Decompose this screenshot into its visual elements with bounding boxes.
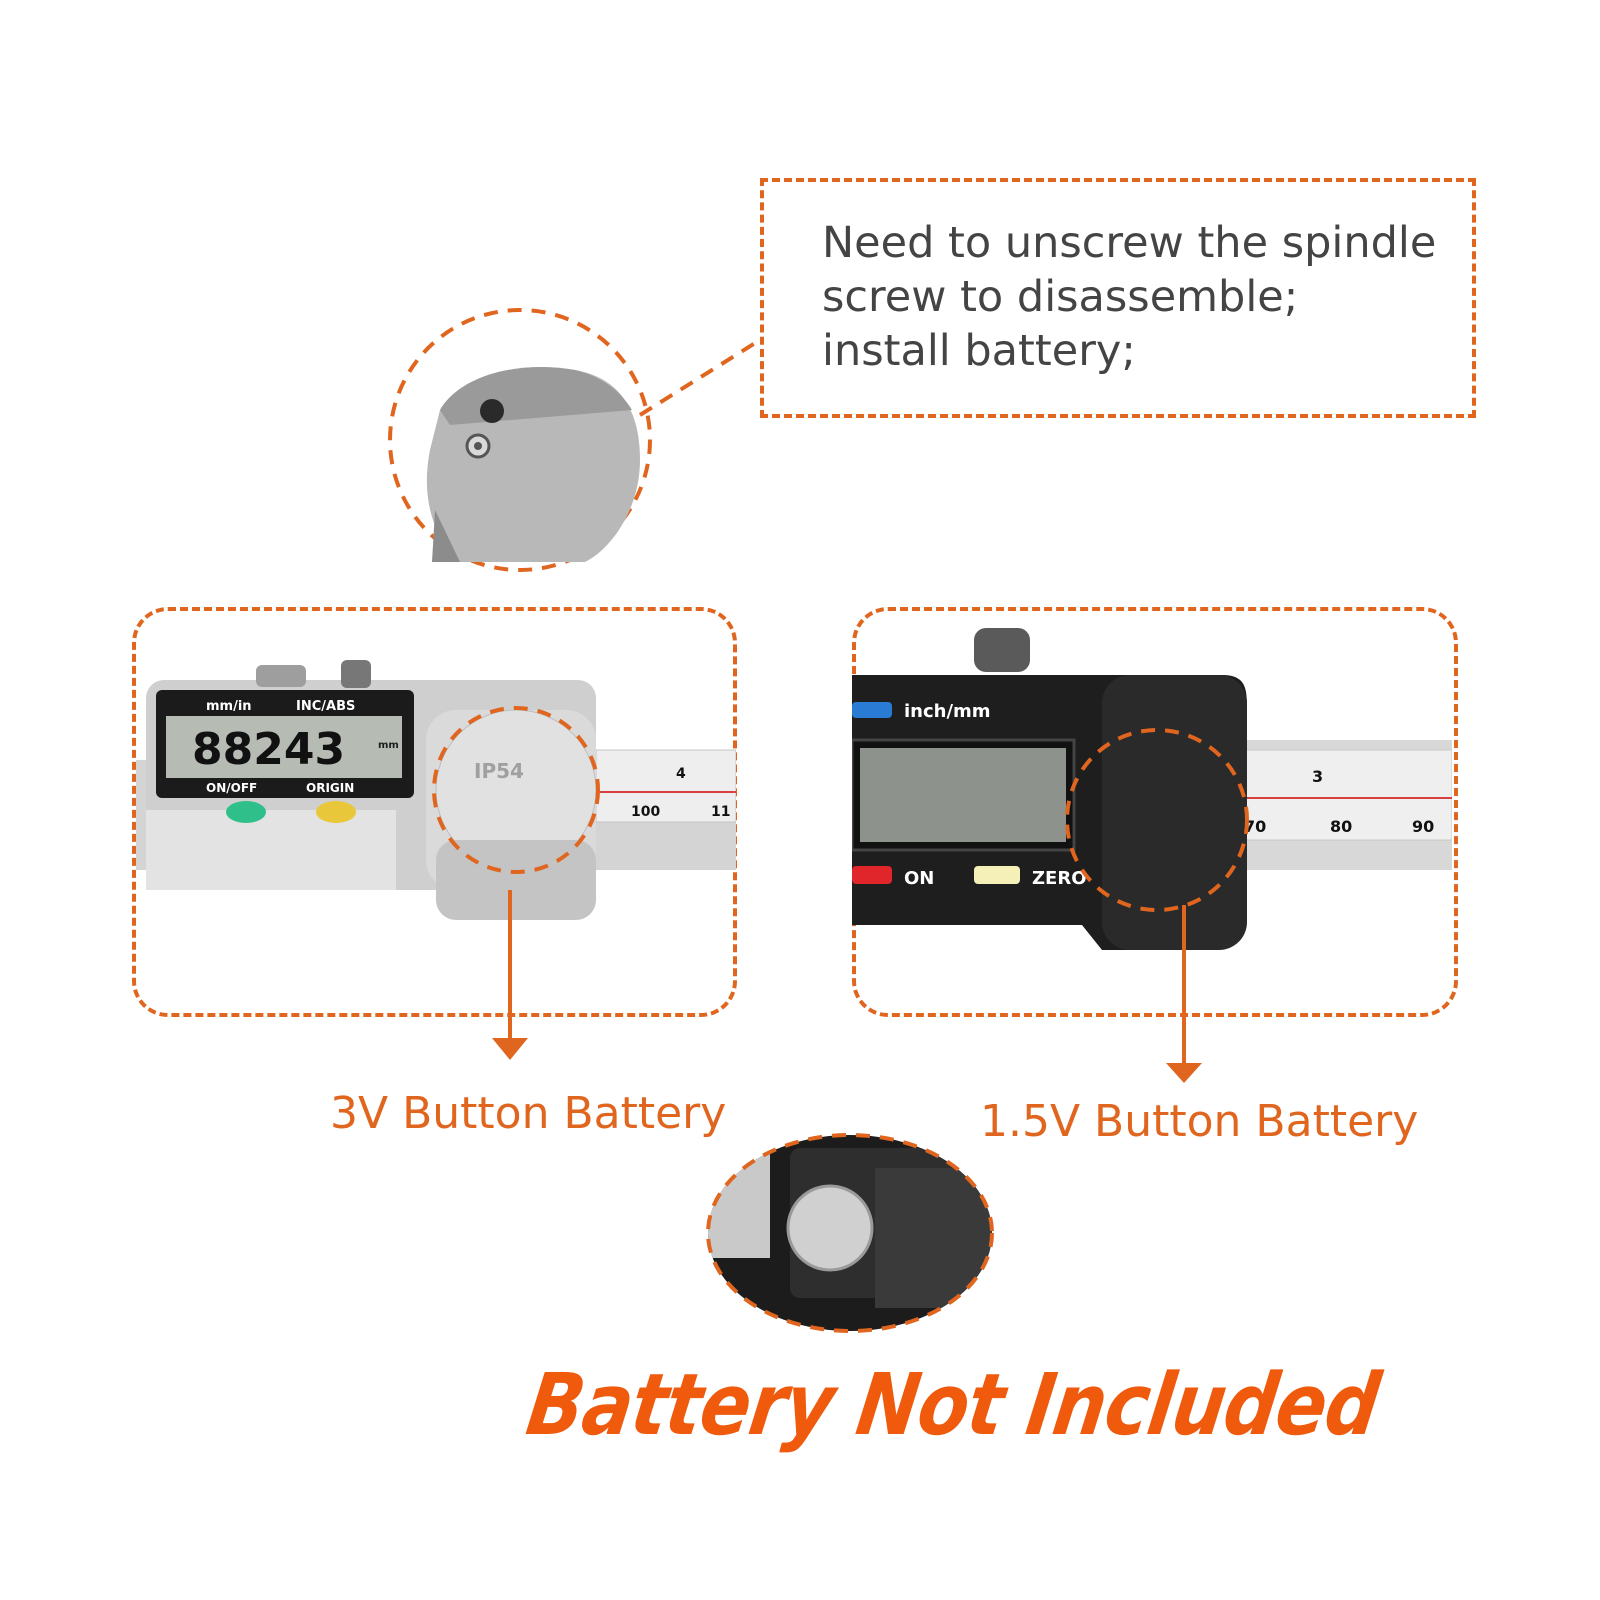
zero-button[interactable]: [974, 866, 1020, 884]
right-scale-70-label: 70: [1244, 817, 1266, 836]
lcd-unit: mm: [378, 740, 399, 751]
battery-not-included-warning: Battery Not Included: [521, 1355, 1385, 1455]
instruction-line-3: install battery;: [822, 326, 1136, 376]
on-off-button[interactable]: [226, 801, 266, 823]
instruction-text: Need to unscrew the spindle screw to dis…: [822, 216, 1462, 378]
right-scale-90-label: 90: [1412, 817, 1434, 836]
origin-button[interactable]: [316, 801, 356, 823]
right-battery-label: 1.5V Button Battery: [980, 1096, 1419, 1147]
right-pointer-arrow: [1166, 905, 1202, 1083]
inch-mm-label: inch/mm: [904, 701, 991, 722]
lcd-reading: 88243: [192, 724, 345, 775]
zero-label: ZERO: [1032, 868, 1087, 889]
instruction-callout-box: [760, 178, 1476, 418]
left-scale-bottom-label: 100: [631, 804, 660, 820]
left-pointer-arrow: [492, 890, 528, 1060]
left-caliper-illustration: 4 100 11 mm/in INC/ABS 88243 mm ON/OFF O…: [136, 660, 736, 920]
ip54-mark: IP54: [474, 759, 524, 783]
on-label: ON: [904, 868, 934, 889]
origin-label: ORIGIN: [306, 781, 354, 795]
left-scale-bottom-next-label: 11: [711, 804, 730, 820]
right-scale-top-label: 3: [1312, 767, 1323, 786]
spindle-closeup-illustration: [388, 308, 762, 572]
on-off-label: ON/OFF: [206, 781, 257, 795]
left-scale-top-label: 4: [676, 766, 686, 782]
on-button[interactable]: [852, 866, 892, 884]
mm-in-label: mm/in: [206, 699, 252, 714]
right-scale-80-label: 80: [1330, 817, 1352, 836]
instruction-line-1: Need to unscrew the spindle: [822, 218, 1437, 268]
inch-mm-button[interactable]: [852, 702, 892, 718]
battery-compartment-closeup: [706, 1133, 994, 1333]
right-caliper-illustration: 3 70 80 90 inch/mm ON ZERO: [852, 628, 1452, 950]
left-battery-label: 3V Button Battery: [330, 1088, 727, 1139]
inc-abs-label: INC/ABS: [296, 699, 355, 714]
instruction-line-2: screw to disassemble;: [822, 272, 1299, 322]
